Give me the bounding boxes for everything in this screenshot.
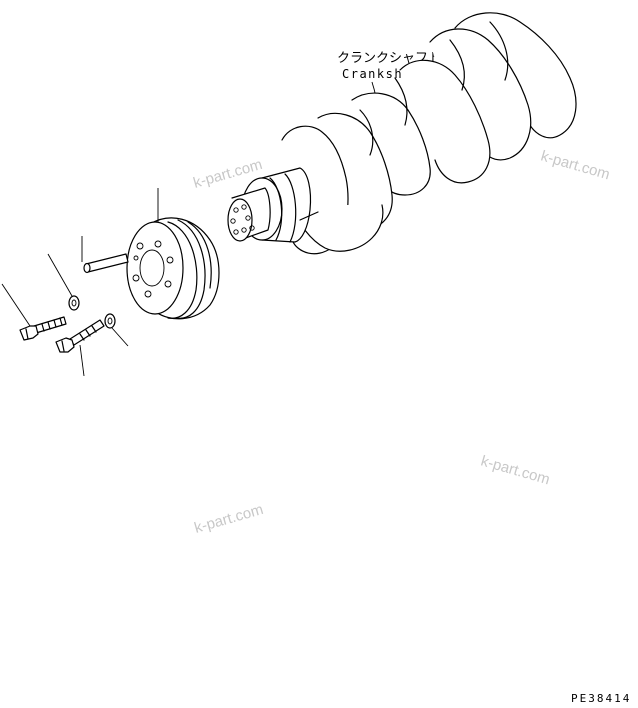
watermark-2: k-part.com	[539, 148, 612, 184]
washer-lower	[104, 313, 129, 347]
drawing-code: PE38414	[571, 692, 631, 705]
watermark-4: k-part.com	[192, 501, 265, 537]
watermark-3: k-part.com	[479, 453, 552, 489]
crankshaft	[227, 12, 577, 255]
bolt-upper	[1, 283, 67, 341]
crankshaft-pulley	[126, 188, 220, 320]
bolt-lower	[55, 319, 105, 377]
dowel-pin	[81, 236, 129, 274]
washer-upper	[47, 253, 80, 311]
